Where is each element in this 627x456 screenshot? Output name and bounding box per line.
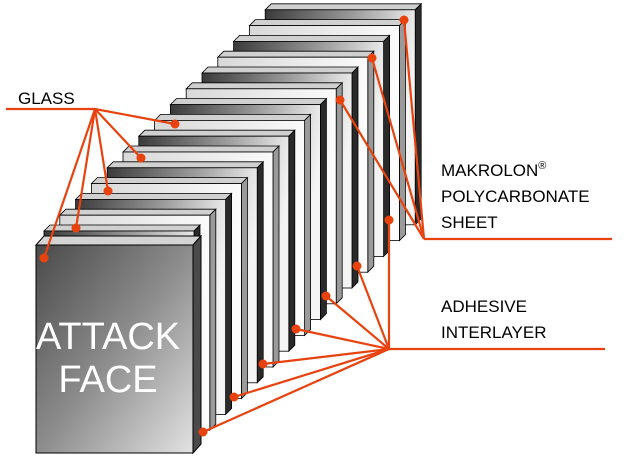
layer-top-edge: [185, 82, 344, 90]
adhesive-leader-1: [202, 347, 390, 434]
layer-top-edge: [264, 3, 423, 11]
makrolon-leader-3: [339, 99, 425, 240]
makrolon-leader-2: [370, 57, 426, 240]
layer-top-edge: [169, 98, 328, 105]
layer-top-edge: [90, 177, 249, 185]
glass-leader-2: [74, 108, 97, 229]
makrolon-label-line3: SHEET: [441, 213, 498, 232]
adhesive-leader-6: [355, 265, 391, 350]
layer-side-edge: [209, 208, 217, 432]
glass-label: GLASS: [18, 89, 75, 108]
marker-glass-1: [39, 253, 49, 263]
adhesive-leader-2: [233, 347, 390, 399]
makrolon-label-line1: MAKROLON®: [441, 160, 546, 180]
front-plate: ATTACK FACE: [34, 234, 203, 455]
marker-glass-3: [103, 186, 113, 196]
marker-adhesive-1: [198, 427, 208, 437]
makrolon-label-line2: POLYCARBONATE: [441, 187, 590, 206]
leader-lines: [6, 19, 612, 434]
adhesive-label-line1: ADHESIVE: [441, 297, 527, 316]
adhesive-label-line2: INTERLAYER: [441, 323, 547, 342]
glass-leader-3: [93, 108, 110, 192]
labels: GLASS MAKROLON® POLYCARBONATE SHEET ADHE…: [18, 89, 590, 342]
layer-top-edge: [43, 224, 201, 232]
adhesive-leader-4: [295, 327, 390, 351]
marker-adhesive-7: [384, 215, 394, 225]
marker-glass-4: [136, 153, 146, 163]
marker-adhesive-2: [229, 392, 239, 402]
attack-face: [35, 244, 194, 454]
layer-top-edge: [153, 114, 312, 121]
layer-top-edge: [58, 208, 217, 216]
layer-top-edge: [74, 192, 233, 200]
marker-adhesive-6: [352, 261, 362, 271]
layer-top-edge: [248, 19, 407, 27]
makrolon-leader-1: [402, 19, 426, 240]
front-plate-top-edge: [34, 235, 203, 246]
marker-makrolon-2: [367, 53, 377, 63]
marker-glass-2: [71, 223, 81, 233]
adhesive-leader-5: [325, 295, 390, 350]
marker-adhesive-5: [321, 291, 331, 301]
adhesive-leader-3: [262, 347, 390, 366]
layer-top-edge: [137, 129, 296, 137]
marker-makrolon-3: [335, 95, 345, 105]
marker-adhesive-3: [258, 359, 268, 369]
marker-makrolon-1: [399, 15, 409, 25]
layer-side-edge: [304, 113, 312, 337]
layer-side-edge: [288, 129, 296, 353]
marker-glass-5: [170, 119, 180, 129]
registered-mark: ®: [538, 160, 546, 172]
glass-leader-1: [42, 108, 97, 259]
attack-face-label-line1: ATTACK: [36, 316, 180, 358]
layer-side-edge: [225, 192, 233, 416]
layer-top-edge: [232, 35, 391, 42]
layer-side-edge: [335, 81, 343, 305]
leader-markers: [39, 15, 409, 437]
front-plate-side-edge: [192, 234, 202, 455]
layer-side-edge: [367, 50, 375, 274]
attack-face-label-line2: FACE: [58, 359, 157, 401]
layer-top-edge: [201, 66, 359, 74]
layer-side-edge: [351, 66, 359, 289]
layer-side-edge: [272, 145, 280, 368]
marker-adhesive-4: [291, 324, 301, 334]
layer-top-edge: [216, 50, 375, 58]
layer-top-edge: [106, 161, 265, 169]
glass-leader-4: [94, 108, 142, 159]
layer-side-edge: [319, 97, 327, 321]
layer-top-edge: [122, 145, 280, 153]
layer-side-edge: [240, 176, 248, 400]
layer-side-edge: [256, 160, 264, 384]
